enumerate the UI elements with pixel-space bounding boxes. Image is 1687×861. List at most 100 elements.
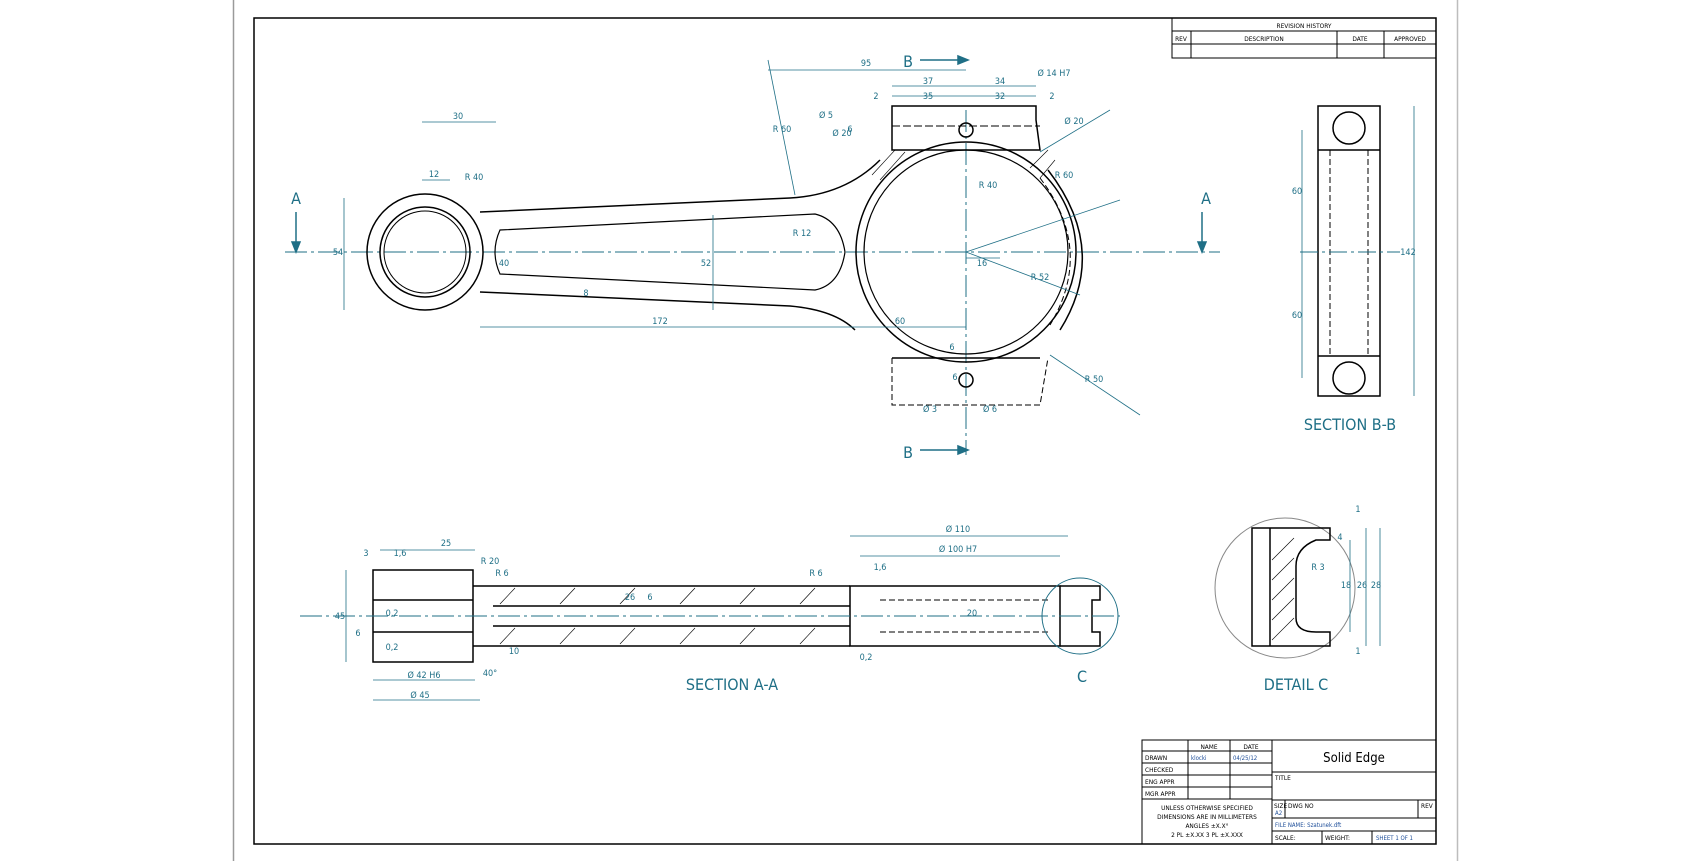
revision-title: REVISION HISTORY [1277, 22, 1332, 30]
dim-text: 60 [1292, 311, 1302, 321]
top-view [285, 54, 1220, 456]
dim-text: 18 [1341, 581, 1351, 591]
dim-text: 142 [1400, 248, 1415, 258]
dim-text: R 60 [1055, 171, 1074, 181]
dim-text: 40° [483, 669, 497, 679]
rev-label: REV [1421, 802, 1433, 810]
dim-text: R 40 [465, 173, 484, 183]
dim-text: 6 [355, 629, 360, 639]
dim-text: 0,2 [386, 609, 399, 619]
dim-text: 10 [509, 647, 519, 657]
section-b-marker-bottom: B [903, 443, 913, 462]
dim-text: R 3 [1311, 563, 1324, 573]
title-block [1141, 739, 1437, 845]
dim-text: 60 [1292, 187, 1302, 197]
dim-text: 2 [1049, 92, 1054, 102]
dim-text: Ø 14 H7 [1037, 68, 1070, 79]
dim-text: Ø 110 [946, 524, 970, 535]
dim-text: 2 [873, 92, 878, 102]
shank-lower-edge [479, 291, 856, 331]
dim-text: R 12 [793, 229, 812, 239]
detail-c-callout [1041, 577, 1119, 655]
dim-text: 95 [861, 59, 871, 69]
dim-text: 26 [1357, 581, 1367, 591]
dim-text: 35 [923, 92, 933, 102]
section-aa-dimension-lines [345, 535, 1068, 701]
dim-text: 28 [1371, 581, 1381, 591]
big-end-outer [1047, 169, 1084, 331]
title-block-row-mgr: MGR APPR [1145, 790, 1176, 798]
dim-text: Ø 20 [832, 128, 851, 139]
dim-text: 1,6 [394, 549, 407, 559]
dim-text: Ø 20 [1064, 116, 1083, 127]
detail-c-hatching [1271, 537, 1295, 641]
section-bb-view [1300, 105, 1415, 397]
detail-c-view [1251, 527, 1331, 647]
note-line: DIMENSIONS ARE IN MILLIMETERS [1157, 813, 1257, 821]
dim-text: R 20 [481, 557, 500, 567]
dim-text: R 50 [1085, 375, 1104, 385]
drawn-by-name: klocki [1191, 755, 1207, 762]
section-aa-view [300, 569, 1120, 663]
scale-label: SCALE: [1275, 834, 1296, 842]
small-end-outer [366, 193, 484, 311]
title-block-row-eng: ENG APPR [1145, 778, 1175, 786]
title-block-date-header: DATE [1243, 743, 1258, 751]
dwg-no-label: DWG NO [1288, 802, 1314, 810]
dim-text: R 40 [979, 181, 998, 191]
revision-block [1171, 17, 1437, 59]
dim-text: 40 [499, 259, 509, 269]
note-line: 2 PL ±X.XX 3 PL ±X.XXX [1171, 831, 1243, 839]
revision-header-date: DATE [1352, 35, 1367, 43]
dim-text: 6 [949, 343, 954, 353]
dim-text: 1,6 [874, 563, 887, 573]
dim-text: 8 [583, 289, 588, 299]
dim-text: R 52 [1031, 273, 1050, 283]
dim-text: Ø 42 H6 [407, 670, 440, 681]
section-aa-hatching [499, 587, 816, 645]
shank-pocket [494, 213, 846, 291]
file-name: FILE NAME: Szatunek.dft [1275, 822, 1341, 829]
dim-text: 3 [363, 549, 368, 559]
size-label: SIZE [1274, 802, 1287, 810]
note-line: UNLESS OTHERWISE SPECIFIED [1161, 804, 1253, 812]
dim-text: 20 [967, 609, 977, 619]
dim-text: 0,2 [386, 643, 399, 653]
drawn-date: 04/25/12 [1233, 755, 1257, 762]
section-a-marker-right: A [1201, 189, 1211, 208]
big-end-bore [855, 141, 1077, 363]
detail-c-boundary [1214, 517, 1356, 659]
section-aa-label: SECTION A-A [686, 675, 778, 694]
dim-text: R 6 [495, 569, 508, 579]
dim-text: 1 [1355, 505, 1360, 515]
dim-text: 0,2 [860, 653, 873, 663]
app-name: Solid Edge [1323, 751, 1385, 766]
revision-header-approved: APPROVED [1394, 35, 1426, 43]
dim-text: 12 [429, 170, 439, 180]
dim-text: Ø 6 [983, 404, 997, 415]
drawing-frame [253, 17, 1437, 845]
title-block-row-checked: CHECKED [1145, 766, 1174, 774]
revision-header-description: DESCRIPTION [1244, 35, 1284, 43]
dim-text: 6 [647, 593, 652, 603]
detail-c-dimension-lines [1349, 528, 1381, 646]
dim-text: 32 [995, 92, 1005, 102]
dim-text: R 6 [809, 569, 822, 579]
dim-text: 16 [977, 259, 987, 269]
detail-c-label: DETAIL C [1264, 675, 1328, 694]
dim-text: 34 [995, 77, 1005, 87]
dim-text: 6 [847, 125, 852, 135]
title-block-row-drawn: DRAWN [1145, 754, 1167, 762]
size-value: A2 [1275, 810, 1282, 817]
dim-text: 172 [652, 317, 667, 327]
section-bb-label: SECTION B-B [1304, 415, 1396, 434]
dim-text: 6 [952, 373, 957, 383]
dim-text: 25 [441, 539, 451, 549]
dim-text: Ø 45 [410, 690, 429, 701]
dim-text: 45 [335, 612, 345, 622]
note-line: ANGLES ±X.X° [1185, 822, 1228, 830]
dim-text: R 60 [773, 125, 792, 135]
dim-text: 52 [701, 259, 711, 269]
detail-c-marker: C [1077, 667, 1087, 686]
